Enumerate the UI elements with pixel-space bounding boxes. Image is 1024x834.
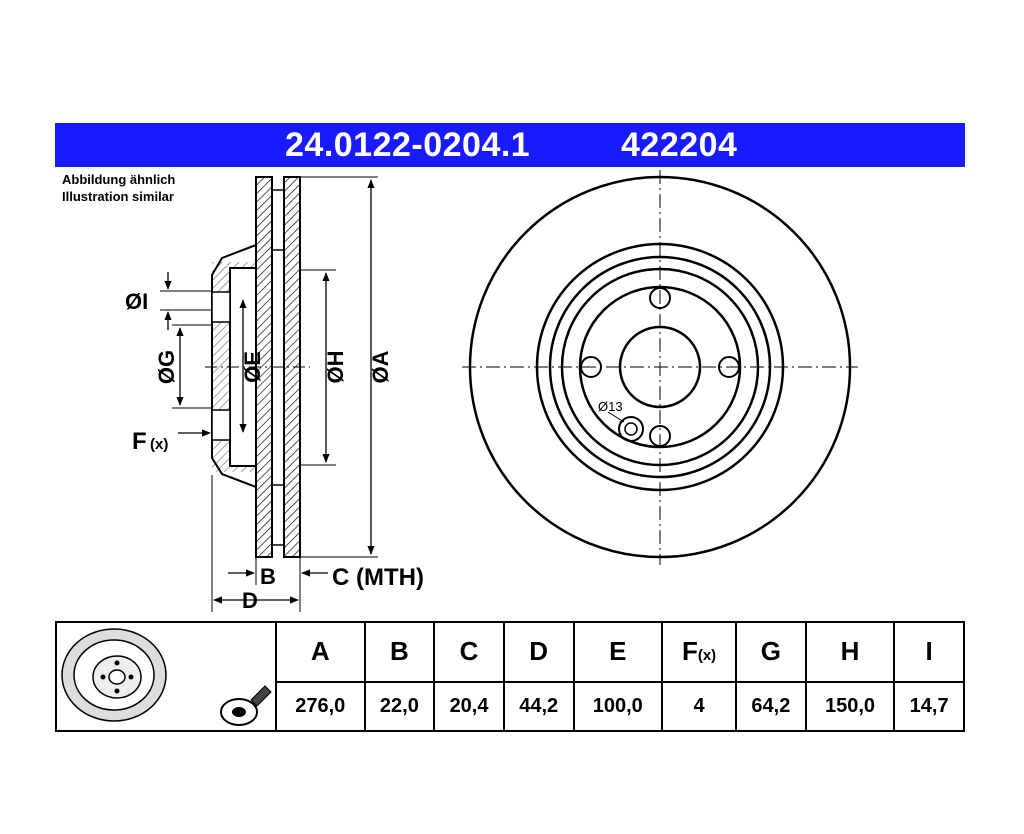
- header-e: E: [572, 621, 664, 683]
- header-g: G: [735, 621, 807, 683]
- header-a: A: [275, 621, 366, 683]
- label-b: B: [260, 564, 276, 589]
- title-bar: 24.0122-0204.1 422204: [55, 123, 965, 167]
- header-f: F(x): [661, 621, 738, 683]
- side-section-view: [205, 176, 310, 558]
- value-b: 22,0: [363, 680, 436, 733]
- value-d: 44,2: [502, 680, 575, 733]
- value-g: 64,2: [735, 680, 807, 733]
- spec-table: A B C D E F(x) G H I 276,0 22,0 20,4 44,…: [55, 621, 965, 733]
- value-e: 100,0: [572, 680, 664, 733]
- value-a: 276,0: [275, 680, 366, 733]
- header-d: D: [502, 621, 575, 683]
- disc-thumbnail-icon: [61, 628, 167, 722]
- illustration-note: Abbildung ähnlich Illustration similar: [62, 171, 175, 205]
- value-i: 14,7: [893, 680, 965, 733]
- label-dia-i: ØI: [125, 289, 148, 314]
- label-f: F: [132, 428, 147, 455]
- label-dia-h: ØH: [323, 351, 348, 384]
- label-c: C (MTH): [332, 564, 424, 591]
- label-dia-e: ØE: [240, 351, 265, 383]
- technical-drawing: ØA ØH ØE ØG ØI F (x) B C (MTH) D Ø13: [125, 170, 858, 613]
- label-d: D: [242, 588, 258, 613]
- header-b: B: [363, 621, 436, 683]
- header-h: H: [804, 621, 896, 683]
- header-i: I: [893, 621, 965, 683]
- label-dia-a: ØA: [368, 350, 393, 383]
- header-c: C: [433, 621, 505, 683]
- part-number: 24.0122-0204.1: [285, 126, 531, 164]
- front-view: Ø13: [462, 170, 858, 565]
- bolt-hole-label: Ø13: [598, 399, 623, 414]
- label-dia-g: ØG: [154, 350, 179, 384]
- value-c: 20,4: [433, 680, 505, 733]
- thumbnail-cell: [55, 621, 277, 732]
- note-german: Abbildung ähnlich: [62, 172, 176, 187]
- value-f: 4: [661, 680, 738, 733]
- value-h: 150,0: [804, 680, 896, 733]
- dimension-lines: [160, 176, 378, 612]
- screw-icon: [220, 685, 272, 726]
- label-f-sub: (x): [150, 436, 168, 453]
- note-english: Illustration similar: [62, 189, 174, 204]
- article-code: 422204: [621, 126, 738, 164]
